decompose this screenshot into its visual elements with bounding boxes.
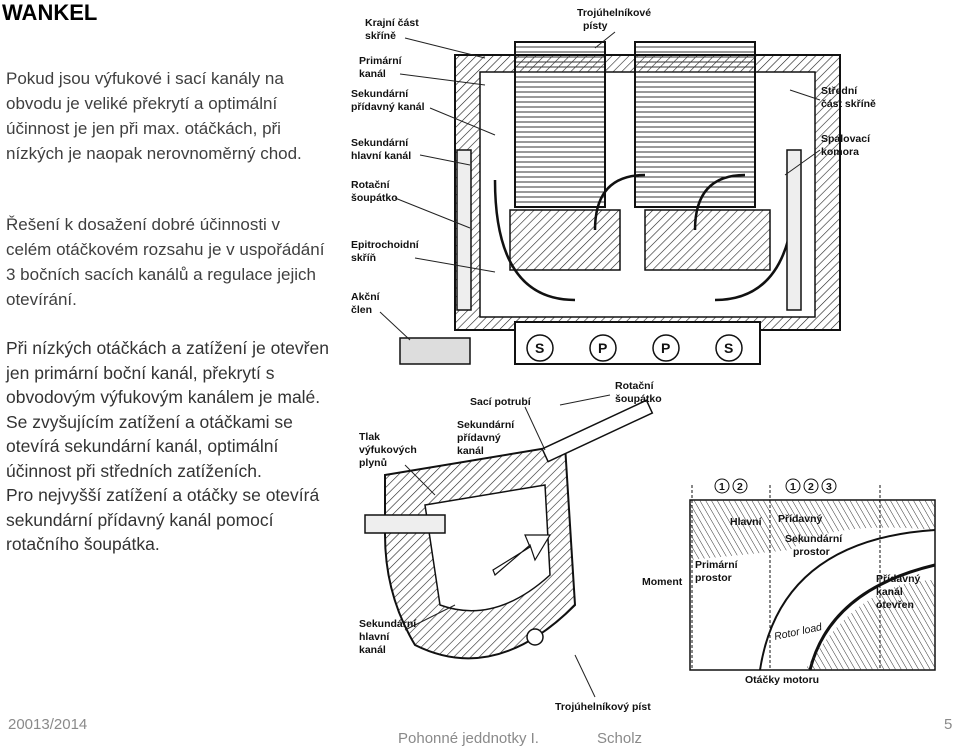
footer-author: Scholz bbox=[597, 730, 643, 747]
slide-title: WANKEL bbox=[2, 0, 98, 25]
valve-rod bbox=[364, 514, 446, 534]
svg-text:Tlak: Tlak bbox=[359, 431, 380, 443]
svg-text:Primární: Primární bbox=[359, 55, 403, 67]
svg-text:skříň: skříň bbox=[351, 252, 376, 264]
tool-rod bbox=[541, 399, 654, 463]
chamber-right bbox=[644, 209, 771, 271]
svg-text:2: 2 bbox=[808, 481, 814, 493]
svg-text:prostor: prostor bbox=[793, 546, 830, 558]
svg-text:Sekundární: Sekundární bbox=[351, 88, 409, 100]
svg-text:hlavní kanál: hlavní kanál bbox=[351, 150, 411, 162]
paragraph-overlap: Pokud jsou výfukové i sací kanály na obv… bbox=[6, 69, 302, 163]
engine-cross-section-diagram: S P P S Krajní část skříně Trojúhelníkov… bbox=[351, 7, 876, 365]
svg-text:kanál: kanál bbox=[457, 445, 484, 457]
flow-arrow bbox=[492, 534, 552, 577]
svg-text:prostor: prostor bbox=[695, 572, 732, 584]
paragraph-high-load: Pro nejvyšší zatížení a otáčky se otevír… bbox=[6, 485, 320, 554]
svg-text:3: 3 bbox=[826, 481, 832, 493]
svg-text:Sací potrubí: Sací potrubí bbox=[470, 396, 532, 408]
actuator bbox=[399, 337, 471, 365]
valve-left bbox=[456, 149, 472, 311]
svg-text:Rotační: Rotační bbox=[615, 380, 655, 392]
svg-text:kanál: kanál bbox=[359, 644, 386, 656]
svg-text:otevřen: otevřen bbox=[876, 599, 914, 611]
svg-text:1: 1 bbox=[790, 481, 796, 493]
port-label-4: S bbox=[724, 340, 733, 356]
svg-text:2: 2 bbox=[737, 481, 743, 493]
svg-text:skříně: skříně bbox=[365, 30, 396, 42]
load-graph: 1 2 1 2 3 Hlavní Přídavný Sekundární pro… bbox=[642, 478, 936, 686]
svg-text:Hlavní: Hlavní bbox=[730, 516, 763, 528]
svg-text:Přídavný: Přídavný bbox=[778, 513, 823, 525]
valve-cavity bbox=[424, 484, 551, 612]
port-label-3: P bbox=[661, 340, 670, 356]
paragraph-solution: Řešení k dosažení dobré účinnosti v celé… bbox=[6, 215, 325, 309]
svg-text:Krajní část: Krajní část bbox=[365, 17, 419, 29]
svg-text:komora: komora bbox=[821, 146, 859, 158]
paragraph-operation: Při nízkých otáčkách a zatížení je otevř… bbox=[6, 336, 341, 557]
svg-text:šoupátko: šoupátko bbox=[351, 192, 398, 204]
svg-text:Trojúhelníkový píst: Trojúhelníkový píst bbox=[555, 701, 651, 713]
curve-secondary bbox=[759, 529, 936, 671]
svg-text:Sekundární: Sekundární bbox=[359, 618, 417, 630]
svg-text:písty: písty bbox=[583, 20, 608, 32]
port-label-2: P bbox=[598, 340, 607, 356]
svg-text:Rotační: Rotační bbox=[351, 179, 391, 191]
svg-text:Epitrochoidní: Epitrochoidní bbox=[351, 239, 420, 251]
svg-text:přídavný kanál: přídavný kanál bbox=[351, 101, 425, 113]
svg-text:Trojúhelníkové: Trojúhelníkové bbox=[577, 7, 651, 19]
svg-text:1: 1 bbox=[719, 481, 725, 493]
rotor-right bbox=[634, 41, 756, 208]
valve-right bbox=[786, 149, 802, 311]
footer-date: 20013/2014 bbox=[8, 716, 88, 733]
svg-text:kanál: kanál bbox=[876, 586, 903, 598]
rotary-valve-diagram: Sací potrubí Rotační šoupátko Tlak výfuk… bbox=[359, 380, 662, 713]
svg-text:kanál: kanál bbox=[359, 68, 386, 80]
svg-text:Střední: Střední bbox=[821, 85, 858, 97]
page-number: 5 bbox=[944, 716, 953, 733]
svg-text:Sekundární: Sekundární bbox=[351, 137, 409, 149]
channel-paths bbox=[493, 173, 797, 302]
svg-text:přídavný: přídavný bbox=[457, 432, 501, 444]
chamber-left bbox=[509, 209, 621, 271]
svg-text:Přídavný: Přídavný bbox=[876, 573, 921, 585]
port-label-1: S bbox=[535, 340, 544, 356]
curve-primary bbox=[808, 563, 936, 671]
svg-text:plynů: plynů bbox=[359, 457, 387, 469]
svg-text:člen: člen bbox=[351, 304, 372, 316]
svg-text:Sekundární: Sekundární bbox=[785, 533, 843, 545]
svg-text:část skříně: část skříně bbox=[821, 98, 876, 110]
svg-text:hlavní: hlavní bbox=[359, 631, 390, 643]
svg-text:Spalovací: Spalovací bbox=[821, 133, 871, 145]
svg-text:Otáčky motoru: Otáčky motoru bbox=[745, 674, 819, 686]
load-curve bbox=[805, 580, 935, 670]
paragraph-low-load: Při nízkých otáčkách a zatížení je otevř… bbox=[6, 338, 329, 407]
footer-course: Pohonné jeddnotky I. bbox=[398, 730, 539, 747]
svg-text:Primární: Primární bbox=[695, 559, 739, 571]
svg-text:Moment: Moment bbox=[642, 576, 683, 588]
svg-text:výfukových: výfukových bbox=[359, 444, 417, 456]
svg-text:šoupátko: šoupátko bbox=[615, 393, 662, 405]
svg-text:Sekundární: Sekundární bbox=[457, 419, 515, 431]
rotor-left bbox=[514, 41, 606, 208]
paragraph-mid-load: Se zvyšujícím zatížení a otáčkami se ote… bbox=[6, 411, 293, 481]
hatched-band bbox=[690, 500, 935, 560]
svg-text:Akční: Akční bbox=[351, 291, 381, 303]
